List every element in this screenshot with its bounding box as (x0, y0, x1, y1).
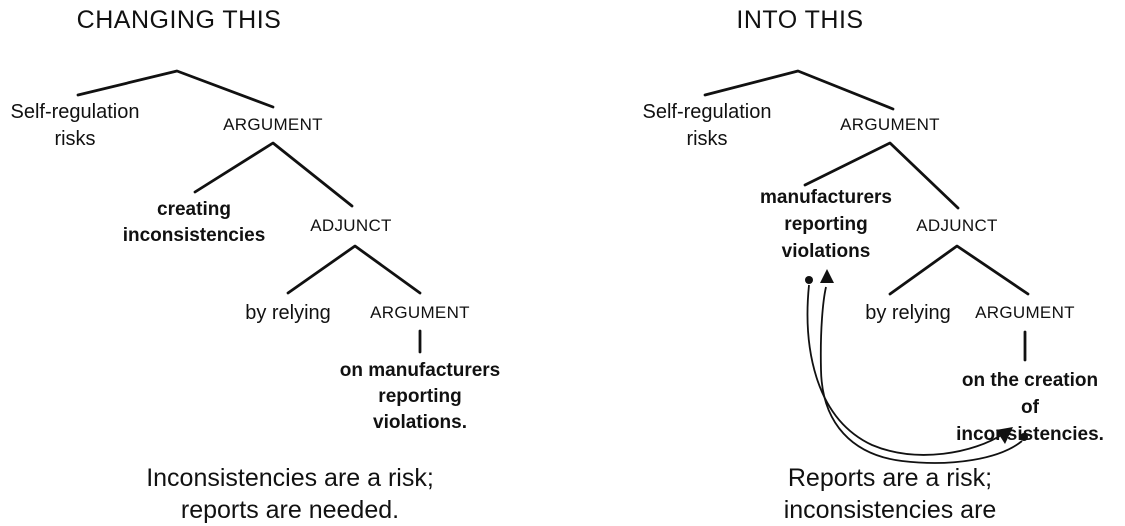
left-emphasis-object-node: on manufacturers reporting violations. (339, 360, 501, 433)
swap-arrow-down-head (996, 427, 1013, 444)
right-panel-title: INTO THIS (736, 6, 864, 34)
right-by-relying-node: by relying (865, 302, 951, 324)
left-caption: Inconsistencies are a risk; reports are … (146, 464, 434, 524)
left-adjunct-branch (286, 244, 422, 295)
left-panel-title: CHANGING THIS (76, 6, 282, 34)
left-subject-node: Self-regulation risks (10, 101, 140, 150)
left-argument1-label: ARGUMENT (223, 115, 323, 134)
swap-origin-dot-bottom (1020, 433, 1028, 441)
left-adjunct-label: ADJUNCT (310, 216, 392, 235)
right-argument-branch (803, 141, 960, 210)
swap-arrow-up-head (820, 269, 834, 283)
swap-origin-dot-top (805, 276, 813, 284)
right-adjunct-label: ADJUNCT (916, 216, 998, 235)
right-argument2-label: ARGUMENT (975, 303, 1075, 322)
swap-arrow-up-curve (819, 286, 1023, 464)
left-argument2-label: ARGUMENT (370, 303, 470, 322)
right-adjunct-branch (888, 244, 1030, 296)
right-root-branch (703, 69, 895, 111)
right-argument1-label: ARGUMENT (840, 115, 940, 134)
right-subject-node: Self-regulation risks (642, 101, 772, 150)
left-root-branch (76, 69, 275, 109)
right-emphasis-object-node: on the creation of inconsistencies. (956, 370, 1104, 445)
right-emphasis-child-node: manufacturers reporting violations (760, 187, 892, 262)
left-by-relying-node: by relying (245, 302, 331, 324)
swap-arrow-down-curve (806, 284, 1004, 456)
right-caption: Reports are a risk; inconsistencies are … (783, 464, 997, 524)
left-argument-branch (193, 141, 354, 208)
left-emphasis-child-node: creating inconsistencies (122, 199, 266, 246)
